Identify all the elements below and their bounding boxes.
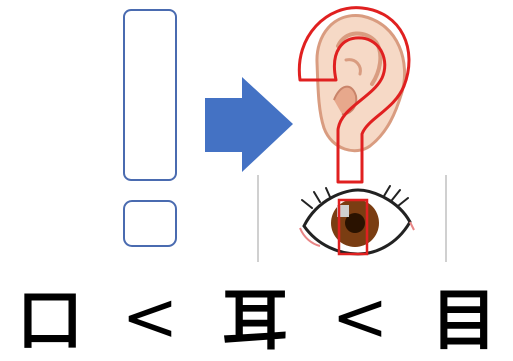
less-than-sign-1: <: [100, 282, 200, 358]
right-arrow-icon: [205, 77, 293, 172]
exclamation-mark-outline: [124, 10, 176, 246]
ear-glyph: 耳: [205, 282, 305, 358]
eye-glyph: 目: [415, 282, 513, 358]
caption-row: 口 < 耳 < 目: [0, 282, 513, 358]
mouth-glyph: 口: [0, 282, 100, 358]
illustration: [0, 0, 513, 290]
ear-icon: [317, 16, 405, 151]
less-than-sign-2: <: [310, 282, 410, 358]
eye-icon: [300, 186, 414, 254]
